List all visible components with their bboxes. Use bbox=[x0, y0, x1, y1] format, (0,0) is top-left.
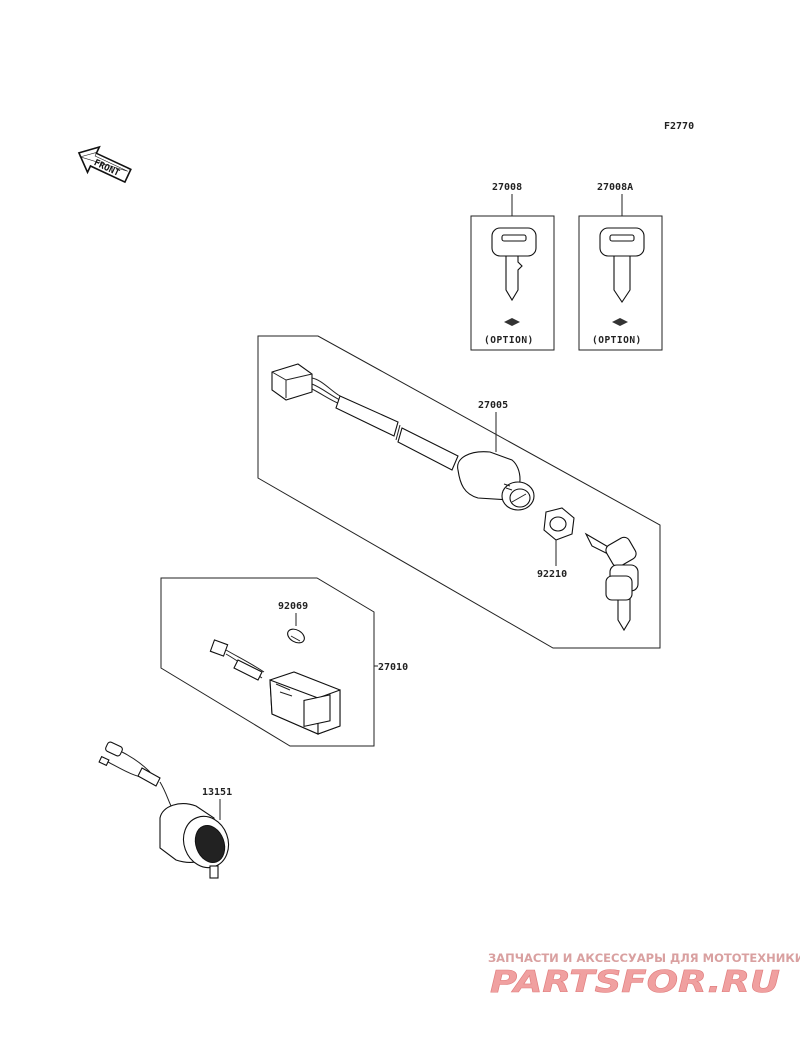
option-note-27008A: (OPTION) bbox=[592, 335, 642, 346]
part-27010-group: 92069 27010 bbox=[160, 577, 408, 747]
ignition-switch-icon bbox=[457, 451, 535, 511]
key-icon bbox=[491, 227, 537, 302]
part-number-27008: 27008 bbox=[492, 182, 522, 193]
part-number-27010: 27010 bbox=[378, 662, 408, 673]
option-note-27008: (OPTION) bbox=[484, 335, 534, 346]
part-13151-group: 13151 bbox=[98, 741, 232, 879]
buzzer-icon bbox=[159, 803, 230, 879]
watermark-tagline: ЗАПЧАСТИ И АКСЕССУАРЫ ДЛЯ МОТОТЕХНИКИ bbox=[488, 951, 800, 965]
nut-icon bbox=[543, 507, 575, 541]
part-27008-group: 27008 (OPTION) bbox=[470, 182, 555, 351]
part-number-92069: 92069 bbox=[278, 601, 308, 612]
part-number-27008A: 27008A bbox=[597, 182, 633, 193]
lead-wires-icon bbox=[98, 741, 173, 809]
cable-icon bbox=[335, 395, 459, 471]
key-pair-icon bbox=[584, 532, 639, 632]
key-icon bbox=[599, 227, 645, 303]
front-arrow-icon: FRONT bbox=[77, 145, 132, 184]
bulb-icon bbox=[287, 628, 305, 644]
part-number-27005: 27005 bbox=[478, 400, 508, 411]
part-27005-group: 27005 bbox=[257, 335, 661, 649]
rocker-switch-icon bbox=[269, 671, 341, 735]
connector-icon bbox=[271, 363, 341, 405]
part-number-92210: 92210 bbox=[537, 569, 567, 580]
part-number-13151: 13151 bbox=[202, 787, 232, 798]
part-27008A-group: 27008A (OPTION) bbox=[578, 182, 663, 351]
watermark-brand: PARTSFOR.RU bbox=[490, 965, 780, 1000]
figure-code: F2770 bbox=[664, 121, 694, 132]
wire-connector-icon bbox=[209, 639, 265, 681]
watermark: ЗАПЧАСТИ И АКСЕССУАРЫ ДЛЯ МОТОТЕХНИКИ PA… bbox=[488, 951, 800, 1000]
